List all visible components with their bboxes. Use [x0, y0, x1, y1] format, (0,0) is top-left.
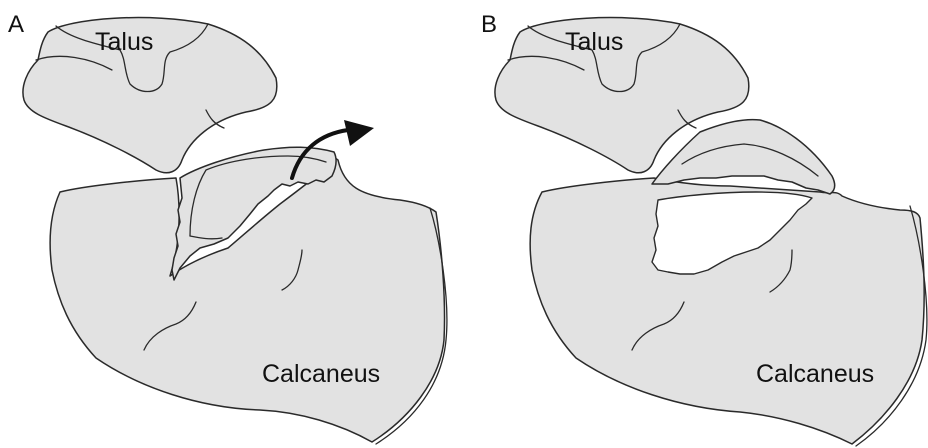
talus-a-label: Talus: [95, 28, 153, 56]
calcaneus-b-label: Calcaneus: [756, 360, 874, 388]
talus-a: Talus: [23, 18, 277, 173]
panel-a: A Talus Calcaneus: [8, 11, 447, 444]
panel-b-letter: B: [481, 11, 497, 38]
talus-b-label: Talus: [565, 28, 623, 56]
panel-b: B Talus Calcaneus: [481, 11, 927, 446]
panel-a-letter: A: [8, 11, 24, 38]
calcaneus-a-label: Calcaneus: [262, 360, 380, 388]
